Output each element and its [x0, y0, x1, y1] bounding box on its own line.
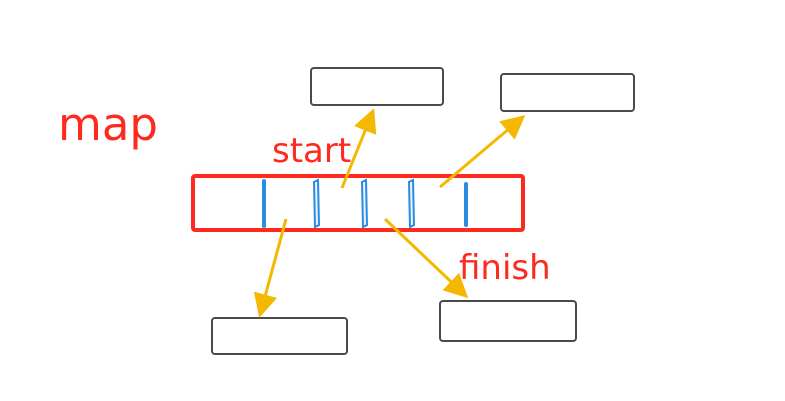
arrow-to-top-right-box [439, 115, 526, 189]
start-label: start [272, 131, 352, 171]
bucket-divider-2 [312, 178, 321, 229]
arrow-finish-to-bottom-right-box [383, 217, 469, 299]
map-bucket-array [191, 174, 525, 232]
target-box-top-right [500, 73, 635, 112]
bucket-divider-3 [360, 178, 369, 229]
finish-label: finish [459, 248, 551, 288]
target-box-bottom-left [211, 317, 348, 355]
map-buckets [191, 174, 525, 232]
target-box-top-center [310, 67, 444, 106]
arrow-start-to-top-box [340, 108, 377, 189]
arrow-to-bottom-left-box [253, 218, 288, 318]
pointer-arrows [253, 108, 526, 318]
target-boxes [211, 67, 635, 355]
target-box-bottom-right [439, 300, 577, 342]
map-label: map [58, 98, 158, 151]
bucket-divider-4 [407, 178, 416, 229]
